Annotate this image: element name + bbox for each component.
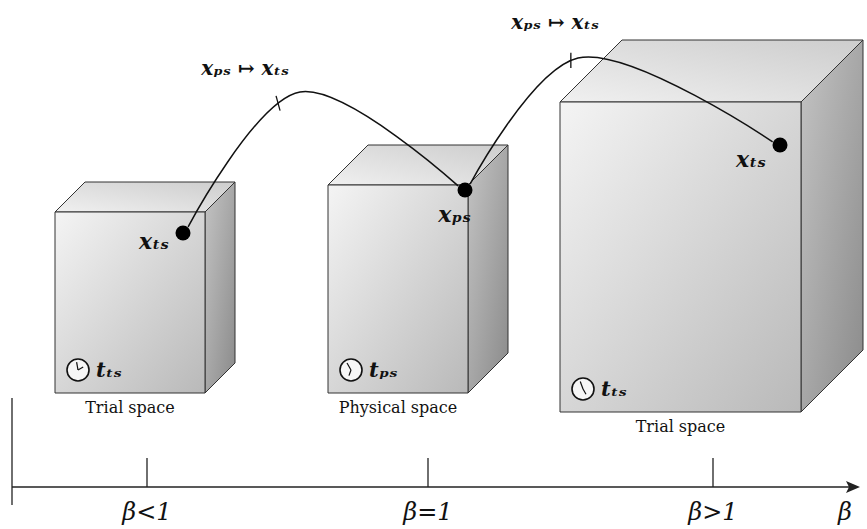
time-row: tₜₛ — [570, 376, 627, 402]
beta-axis — [12, 398, 850, 505]
axis-label: β>1 — [688, 499, 737, 525]
mapping-label: xₚₛ ↦ xₜₛ — [509, 11, 601, 33]
space-caption: Trial space — [560, 417, 801, 436]
axis-label: β — [838, 499, 852, 525]
point-marker — [457, 182, 473, 198]
cube-outline — [560, 40, 863, 412]
time-label: tₜₛ — [601, 377, 627, 400]
clock-icon — [338, 357, 364, 383]
clock-icon — [570, 376, 596, 402]
space-cube: tₜₛTrial spacexₜₛ — [560, 40, 863, 412]
curve-tick — [276, 96, 280, 111]
point-marker — [175, 225, 191, 241]
axis-label: β<1 — [122, 499, 171, 525]
curve-tick — [570, 53, 571, 68]
space-cube: tₚₛPhysical spacexₚₛ — [328, 145, 508, 393]
mapping-label: xₚₛ ↦ xₜₛ — [199, 57, 291, 79]
point-label: xₚₛ — [438, 202, 471, 226]
point-dot: xₜₛ — [175, 225, 191, 241]
time-label: tₚₛ — [369, 358, 397, 381]
point-label: xₜₛ — [139, 229, 169, 253]
point-label: xₜₛ — [736, 147, 766, 171]
time-row: tₚₛ — [338, 357, 397, 383]
point-dot: xₚₛ — [457, 182, 473, 198]
clock-icon — [65, 357, 91, 383]
time-label: tₜₛ — [96, 358, 122, 381]
time-row: tₜₛ — [65, 357, 122, 383]
point-dot: xₜₛ — [772, 137, 788, 153]
cube-outline — [328, 145, 508, 393]
axis-label: β=1 — [403, 499, 452, 525]
space-caption: Physical space — [328, 398, 468, 417]
space-cube: tₜₛTrial spacexₜₛ — [55, 182, 235, 393]
point-marker — [772, 137, 788, 153]
space-caption: Trial space — [55, 398, 205, 417]
axis-arrowhead — [846, 481, 860, 493]
